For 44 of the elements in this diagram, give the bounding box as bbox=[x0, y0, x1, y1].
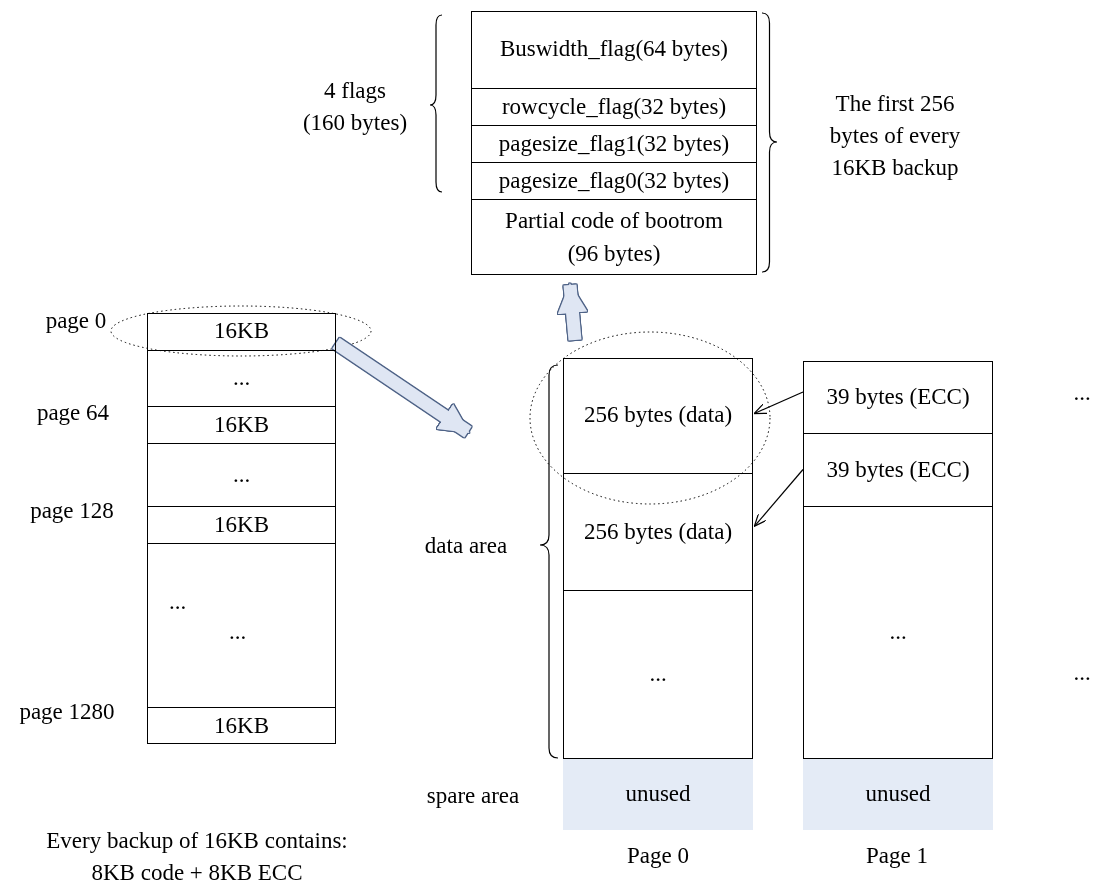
ellipsis-text: ... bbox=[169, 588, 187, 616]
cell-text: rowcycle_flag(32 bytes) bbox=[500, 92, 728, 121]
cell-text: Partial code of bootrom (96 bytes) bbox=[504, 207, 724, 268]
cell-text: 16KB bbox=[213, 711, 270, 740]
memory-block bbox=[803, 361, 993, 830]
memory-block bbox=[563, 358, 753, 830]
arrow bbox=[753, 468, 804, 527]
cell-text: 16KB bbox=[213, 510, 270, 539]
cell-text: 256 bytes (data) bbox=[582, 517, 734, 546]
cell-text: pagesize_flag0(32 bytes) bbox=[497, 166, 731, 195]
cell-text: unused bbox=[864, 780, 932, 809]
ellipsis-text: ... bbox=[229, 618, 247, 646]
brace-label: The first 256 bytes of every 16KB backup bbox=[828, 90, 962, 183]
page-label: page 1280 bbox=[18, 698, 116, 726]
cell-text: unused bbox=[624, 780, 692, 809]
cell-text: Buswidth_flag(64 bytes) bbox=[498, 35, 730, 64]
cell-text: 16KB bbox=[213, 410, 270, 439]
page-label: page 0 bbox=[44, 307, 108, 335]
memory-block bbox=[147, 313, 336, 744]
page-label: page 128 bbox=[29, 497, 115, 525]
ellipsis-text: ... bbox=[1072, 659, 1092, 687]
area-label: data area bbox=[423, 532, 509, 560]
ellipsis-text: ... bbox=[1072, 379, 1092, 407]
cell-text: ... bbox=[231, 364, 252, 393]
block-arrow bbox=[332, 337, 472, 438]
cell-text: 256 bytes (data) bbox=[582, 401, 734, 430]
column-caption: Page 1 bbox=[865, 842, 929, 870]
memory-block bbox=[471, 11, 757, 275]
note-text: Every backup of 16KB contains: 8KB code + 8KB ECC bbox=[45, 827, 349, 887]
cell-text: ... bbox=[231, 460, 252, 489]
cell-text: ... bbox=[648, 660, 668, 689]
block-arrow bbox=[557, 283, 588, 341]
brace-label: 4 flags (160 bytes) bbox=[301, 77, 409, 138]
column-caption: Page 0 bbox=[626, 842, 690, 870]
area-label: spare area bbox=[425, 782, 521, 810]
cell-text: 39 bytes (ECC) bbox=[825, 455, 971, 484]
cell-text: 16KB bbox=[213, 317, 270, 346]
memory-cell bbox=[563, 758, 753, 830]
cell-text: 39 bytes (ECC) bbox=[825, 382, 971, 411]
cell-text: ... bbox=[888, 618, 908, 647]
arrow bbox=[753, 391, 804, 415]
cell-text: pagesize_flag1(32 bytes) bbox=[497, 129, 731, 158]
memory-cell bbox=[803, 758, 993, 830]
page-label: page 64 bbox=[35, 399, 111, 427]
